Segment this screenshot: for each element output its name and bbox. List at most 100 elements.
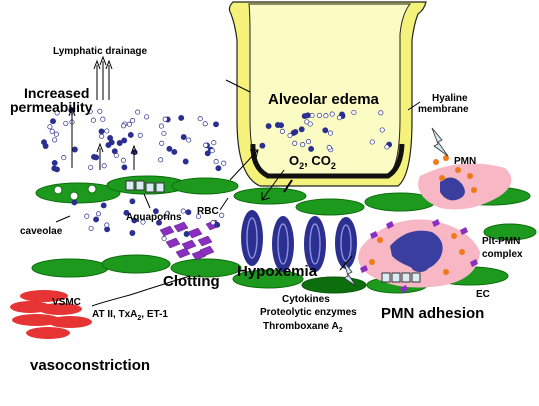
water-particle xyxy=(49,128,55,134)
protein-particle xyxy=(42,143,49,149)
water-particle xyxy=(47,124,53,130)
protein-particle xyxy=(93,216,100,223)
water-particle xyxy=(100,116,106,122)
water-particle xyxy=(120,123,127,129)
protein-particle xyxy=(185,209,192,216)
protein-particle xyxy=(301,113,308,120)
adhesion-channels xyxy=(381,272,421,283)
endothelial-cell xyxy=(31,258,109,278)
label-clotting: Clotting xyxy=(163,273,220,290)
label-vsmc: VSMC xyxy=(52,297,81,308)
water-particle xyxy=(161,130,167,137)
water-particle xyxy=(336,115,342,121)
water-particle xyxy=(300,142,306,148)
water-particle xyxy=(316,112,322,118)
protein-particle xyxy=(51,159,58,166)
endothelial-cell xyxy=(483,223,537,241)
water-particle xyxy=(88,164,94,170)
protein-particle xyxy=(215,165,222,172)
protein-particle xyxy=(98,128,105,135)
label-rbc: RBC xyxy=(197,206,219,217)
aquaporin-channels xyxy=(125,180,165,193)
protein-particle xyxy=(71,199,78,206)
protein-particle xyxy=(180,134,187,141)
protein-particle xyxy=(129,230,136,236)
water-particle xyxy=(213,159,219,165)
protein-particle xyxy=(278,122,285,129)
water-particle xyxy=(87,108,93,115)
water-particle xyxy=(120,157,126,163)
protein-particle xyxy=(292,128,299,135)
caveolae-vesicles xyxy=(53,184,97,201)
water-particle xyxy=(164,210,171,216)
water-particle xyxy=(211,140,217,146)
pmn-upper-nucleus xyxy=(440,177,465,201)
rbc-cell xyxy=(304,216,326,272)
lightning-icon xyxy=(431,127,449,157)
endothelial-cell xyxy=(295,198,365,216)
protein-particle xyxy=(129,198,136,205)
water-particle xyxy=(378,110,384,116)
label-plt-pmn-1: Plt-PMN xyxy=(482,236,520,247)
protein-particle xyxy=(51,165,58,172)
red-blood-cells xyxy=(241,210,357,272)
water-particle xyxy=(287,132,293,139)
endothelial-cell xyxy=(232,269,304,289)
water-particle xyxy=(186,137,192,143)
water-particle xyxy=(307,121,313,127)
alveolus xyxy=(228,1,427,187)
pmn-cells xyxy=(358,163,512,288)
water-particle xyxy=(54,110,60,116)
water-particle xyxy=(305,139,312,145)
water-particle xyxy=(90,117,96,123)
hyaline-membrane-band xyxy=(250,143,405,179)
label-alveolar-edema: Alveolar edema xyxy=(268,91,380,108)
water-particle xyxy=(61,155,67,161)
protein-particle xyxy=(121,137,128,144)
endothelial-cell xyxy=(171,177,239,195)
label-lymphatic-drainage: Lymphatic drainage xyxy=(53,46,148,57)
pmn-upper xyxy=(418,163,512,210)
water-particle xyxy=(202,121,208,127)
protein-particle xyxy=(178,114,185,121)
water-particle xyxy=(137,132,143,138)
water-particle xyxy=(221,160,227,166)
protein-particle xyxy=(152,208,159,215)
water-particle xyxy=(384,144,390,150)
water-particle xyxy=(327,130,334,136)
water-particle xyxy=(329,111,335,117)
protein-particle xyxy=(121,164,128,171)
rbc-cell xyxy=(335,217,357,269)
protein-particle xyxy=(259,142,266,149)
water-particle xyxy=(159,140,165,146)
water-particle xyxy=(326,145,332,151)
protein-particle xyxy=(204,150,211,157)
protein-particle xyxy=(100,202,107,209)
water-particle xyxy=(162,116,168,122)
lightning-icon xyxy=(343,261,357,287)
protein-particle xyxy=(71,146,78,153)
arrows xyxy=(55,55,421,307)
label-permeability: permeability xyxy=(10,99,93,115)
water-particle xyxy=(140,219,146,225)
protein-particle xyxy=(183,231,190,237)
water-particle xyxy=(104,222,110,228)
label-thromboxane: Thromboxane A2 xyxy=(263,321,343,334)
endothelial-cell xyxy=(101,254,171,274)
protein-particle xyxy=(171,148,178,155)
water-particle xyxy=(53,131,59,137)
vascular-smooth-muscle-cells xyxy=(10,290,92,339)
protein-particle xyxy=(156,219,162,226)
water-particle xyxy=(88,225,94,231)
protein-particle xyxy=(214,221,221,228)
water-particle xyxy=(97,108,103,114)
label-pmn: PMN xyxy=(454,156,476,167)
label-ec: EC xyxy=(476,289,490,300)
label-plt-pmn-2: complex xyxy=(482,249,523,260)
water-particle xyxy=(101,163,107,169)
edema-solute-particles xyxy=(41,107,393,242)
protein-particle xyxy=(127,131,134,138)
label-gases: O2, CO2 xyxy=(289,153,336,171)
protein-particle xyxy=(107,135,114,141)
